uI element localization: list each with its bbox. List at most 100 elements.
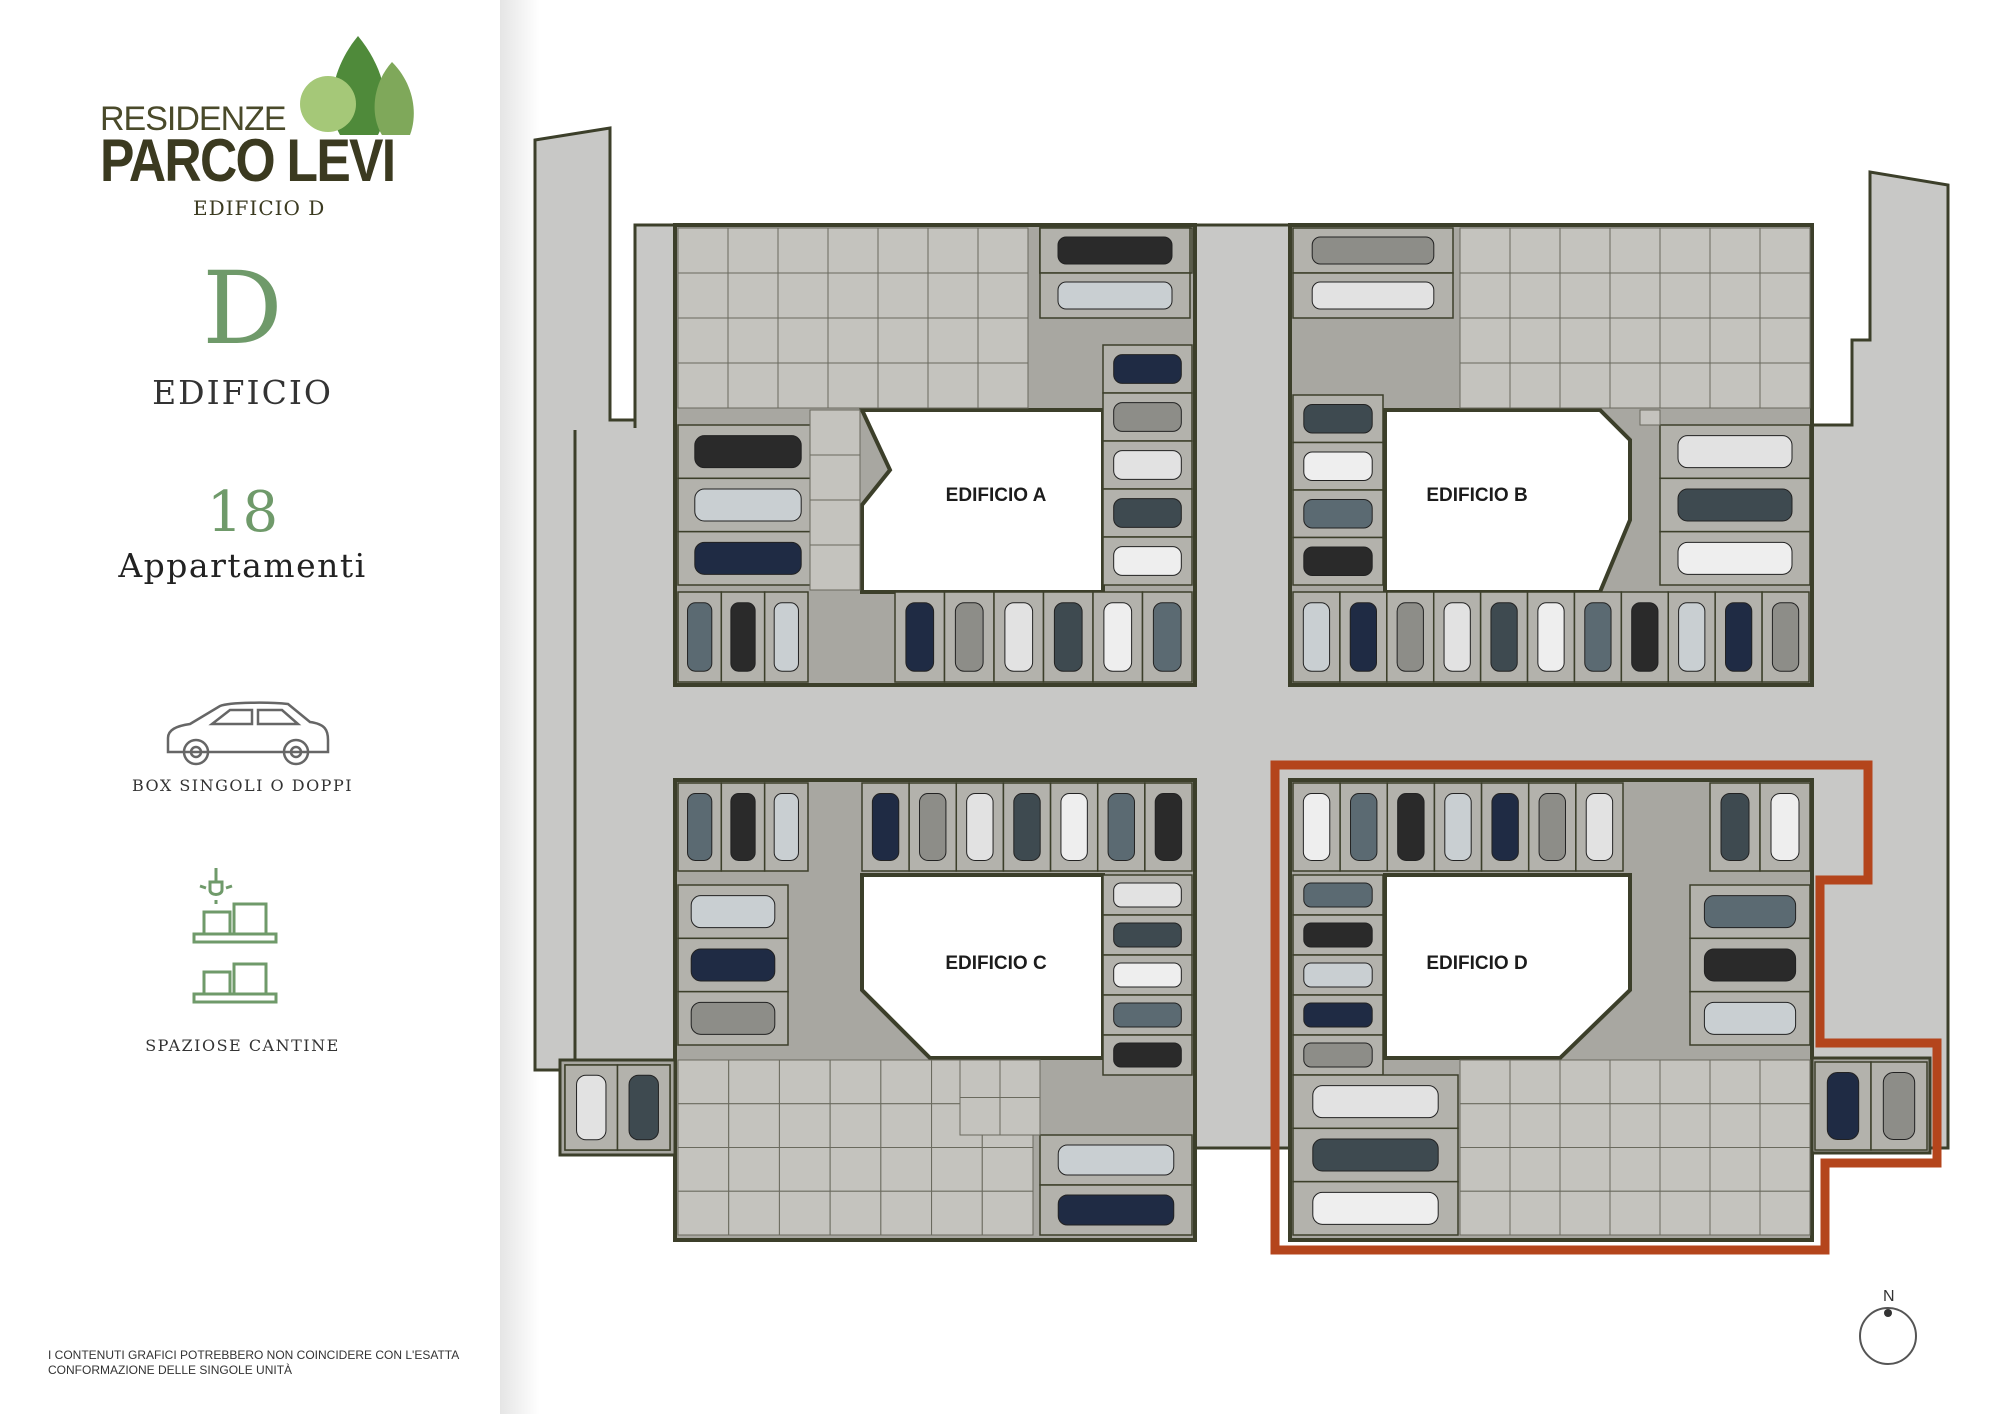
- car: [1013, 793, 1041, 861]
- storage-cell: [1759, 1059, 1811, 1105]
- car: [1303, 546, 1373, 576]
- car: [690, 948, 776, 982]
- car: [954, 602, 984, 672]
- building-label-a: EDIFICIO A: [945, 485, 1047, 506]
- car: [1113, 402, 1182, 432]
- highlight-outline: [1270, 760, 1942, 1255]
- storage-cell: [1559, 1059, 1611, 1105]
- storage-cell: [1509, 1190, 1561, 1236]
- storage-cell: [1559, 317, 1611, 364]
- storage-cell: [880, 1103, 933, 1148]
- plan-details: [564, 227, 1928, 1236]
- units-label: Appartamenti: [118, 546, 367, 585]
- car: [1396, 602, 1424, 672]
- car: [1302, 602, 1331, 672]
- storage-cell: [1609, 362, 1661, 409]
- storage-cell: [1709, 1059, 1761, 1105]
- car: [628, 1074, 659, 1141]
- storage-cell: [977, 272, 1029, 319]
- storage-cell: [1509, 1059, 1561, 1105]
- car: [1303, 451, 1373, 481]
- car: [1303, 499, 1373, 529]
- storage-cell: [827, 362, 879, 409]
- storage-cell: [728, 1103, 780, 1148]
- car: [1397, 793, 1425, 861]
- storage-cell: [677, 227, 729, 274]
- car: [730, 793, 756, 861]
- brand-subtitle: EDIFICIO D: [193, 196, 326, 220]
- car: [1113, 882, 1182, 908]
- car: [1350, 793, 1378, 861]
- car: [694, 435, 802, 469]
- storage-cell: [727, 227, 779, 274]
- car: [919, 793, 947, 861]
- car: [1113, 450, 1182, 480]
- storage-cell: [1609, 227, 1661, 274]
- storage-cell: [727, 362, 779, 409]
- storage-cell: [777, 362, 829, 409]
- car: [1444, 793, 1472, 861]
- storage-cell: [981, 1147, 1034, 1192]
- car: [966, 793, 994, 861]
- car: [1703, 948, 1797, 982]
- brand-name-main: PARCO LEVI: [100, 127, 396, 194]
- storage-cell: [1759, 1190, 1811, 1236]
- car: [1443, 602, 1471, 672]
- storage-cell: [1659, 317, 1711, 364]
- storage-cell: [1759, 272, 1811, 319]
- storage-cell: [1459, 362, 1511, 409]
- car: [1490, 602, 1518, 672]
- car: [1312, 1085, 1439, 1119]
- storage-cell: [778, 1147, 831, 1192]
- car: [1303, 1002, 1373, 1028]
- car: [1113, 1002, 1182, 1028]
- storage-cell: [1609, 272, 1661, 319]
- car: [1585, 793, 1614, 861]
- storage-cell: [1759, 362, 1811, 409]
- storage-cell: [1459, 1147, 1511, 1192]
- storage-cell: [931, 1147, 983, 1192]
- car: [1584, 602, 1612, 672]
- building-label: EDIFICIO: [152, 373, 333, 412]
- storage-cell: [777, 227, 829, 274]
- car: [773, 602, 799, 672]
- storage-cell: [1759, 317, 1811, 364]
- storage-cell: [727, 272, 779, 319]
- car: [730, 602, 756, 672]
- storage-cell: [829, 1103, 882, 1148]
- car: [687, 793, 713, 861]
- storage-cell: [1609, 1103, 1661, 1148]
- car: [690, 1001, 776, 1035]
- car: [1311, 281, 1435, 310]
- north-label: N: [1883, 1288, 1895, 1305]
- car: [576, 1074, 607, 1141]
- car: [1060, 793, 1088, 861]
- storage-cell: [677, 1059, 730, 1105]
- storage-cell: [1659, 1190, 1711, 1236]
- car: [1349, 602, 1377, 672]
- car: [1113, 354, 1182, 384]
- car: [694, 541, 802, 575]
- storage-cell: [927, 317, 979, 364]
- storage-cell: [677, 317, 729, 364]
- storage-cell: [728, 1059, 780, 1105]
- storage-cell: [677, 1147, 730, 1192]
- storage-cell: [778, 1059, 831, 1105]
- storage-cell: [1459, 317, 1511, 364]
- storage-cell: [981, 1190, 1034, 1236]
- storage-cell: [1559, 1103, 1611, 1148]
- storage-cell: [829, 1190, 882, 1236]
- car: [1703, 1001, 1797, 1035]
- car: [1303, 962, 1373, 988]
- car: [1725, 602, 1753, 672]
- car-icon: [166, 701, 330, 766]
- storage-cell: [1709, 362, 1761, 409]
- storage-cell: [1659, 272, 1711, 319]
- storage-cell: [1559, 227, 1611, 274]
- storage-cell: [1659, 1059, 1711, 1105]
- car: [1103, 602, 1133, 672]
- building-label-c: EDIFICIO C: [945, 953, 1047, 974]
- storage-cell: [827, 272, 879, 319]
- storage-cell: [999, 1059, 1041, 1098]
